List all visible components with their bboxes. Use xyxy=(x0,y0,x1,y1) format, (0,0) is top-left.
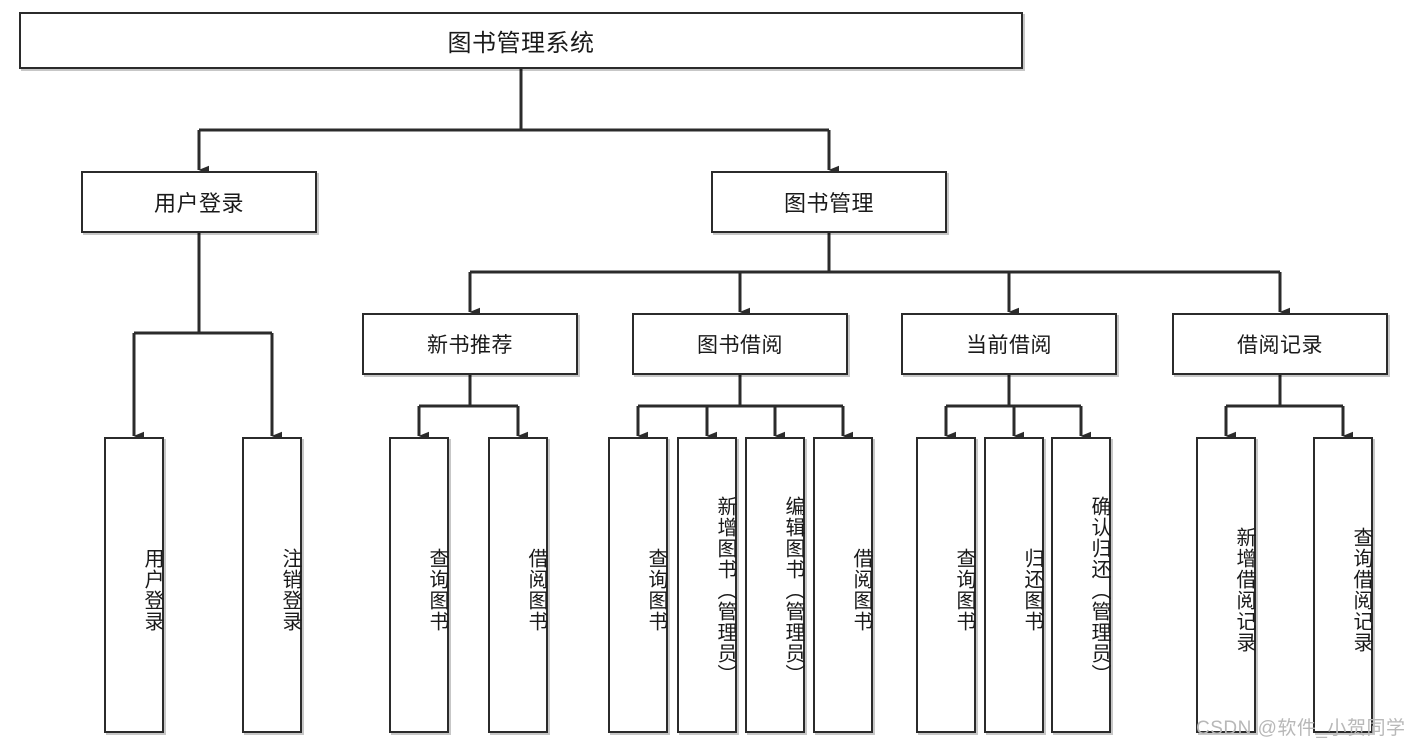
node-leaf-borrow-edit[interactable]: 编辑图书（管理员） xyxy=(745,437,805,733)
node-newbook[interactable]: 新书推荐 xyxy=(362,313,578,375)
node-label-leaf-borrow-add: 新增图书（管理员） xyxy=(714,495,736,685)
node-label-bookmgmt: 图书管理 xyxy=(783,191,874,216)
node-label-leaf-newbook-query: 查询图书 xyxy=(426,548,448,632)
node-leaf-newbook-borrow[interactable]: 借阅图书 xyxy=(488,437,548,733)
node-label-leaf-current-query: 查询图书 xyxy=(953,548,975,632)
node-label-leaf-borrow-edit: 编辑图书（管理员） xyxy=(782,495,804,685)
node-leaf-borrow-add[interactable]: 新增图书（管理员） xyxy=(677,437,737,733)
node-records[interactable]: 借阅记录 xyxy=(1172,313,1388,375)
node-leaf-current-confirm[interactable]: 确认归还（管理员） xyxy=(1051,437,1111,733)
node-login[interactable]: 用户登录 xyxy=(81,171,317,233)
node-borrow[interactable]: 图书借阅 xyxy=(632,313,848,375)
node-label-leaf-current-return: 归还图书 xyxy=(1021,548,1043,632)
node-label-newbook: 新书推荐 xyxy=(427,334,513,357)
node-label-leaf-record-add: 新增借阅记录 xyxy=(1233,527,1255,653)
node-label-leaf-borrow-query: 查询图书 xyxy=(645,548,667,632)
node-leaf-user-logout[interactable]: 注销登录 xyxy=(242,437,302,733)
node-label-login: 用户登录 xyxy=(153,191,244,216)
node-label-root: 图书管理系统 xyxy=(447,30,595,57)
node-label-leaf-user-login: 用户登录 xyxy=(141,548,163,632)
node-leaf-borrow-lend[interactable]: 借阅图书 xyxy=(813,437,873,733)
node-label-leaf-borrow-lend: 借阅图书 xyxy=(850,548,872,632)
node-label-current: 当前借阅 xyxy=(966,334,1052,357)
node-bookmgmt[interactable]: 图书管理 xyxy=(711,171,947,233)
node-label-borrow: 图书借阅 xyxy=(697,334,783,357)
node-leaf-record-query[interactable]: 查询借阅记录 xyxy=(1313,437,1373,733)
node-label-leaf-user-logout: 注销登录 xyxy=(279,548,301,632)
connector-lines xyxy=(132,69,1353,441)
node-label-leaf-newbook-borrow: 借阅图书 xyxy=(525,548,547,632)
node-root[interactable]: 图书管理系统 xyxy=(19,12,1023,69)
node-leaf-current-return[interactable]: 归还图书 xyxy=(984,437,1044,733)
node-leaf-user-login[interactable]: 用户登录 xyxy=(104,437,164,733)
csdn-watermark: CSDN @软件_小贺同学 xyxy=(1196,718,1405,739)
node-label-leaf-record-query: 查询借阅记录 xyxy=(1350,527,1372,653)
node-leaf-newbook-query[interactable]: 查询图书 xyxy=(389,437,449,733)
node-label-records: 借阅记录 xyxy=(1237,334,1323,357)
node-leaf-borrow-query[interactable]: 查询图书 xyxy=(608,437,668,733)
node-label-leaf-current-confirm: 确认归还（管理员） xyxy=(1088,495,1110,685)
node-current[interactable]: 当前借阅 xyxy=(901,313,1117,375)
node-leaf-current-query[interactable]: 查询图书 xyxy=(916,437,976,733)
node-leaf-record-add[interactable]: 新增借阅记录 xyxy=(1196,437,1256,733)
